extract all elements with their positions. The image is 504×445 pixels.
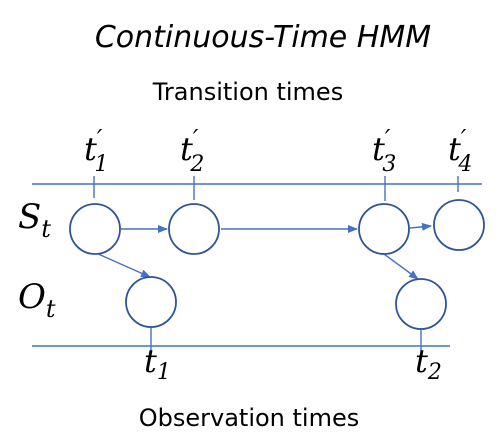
transition-arrow-s3-s4 [409, 222, 432, 231]
label-t2: t2 [415, 342, 442, 385]
state-node-4 [433, 199, 485, 251]
label-t2-prime: t′2 [180, 125, 204, 177]
state-node-3 [358, 203, 410, 255]
observation-node-2 [395, 278, 447, 330]
state-row-label: St [18, 197, 51, 243]
state-node-2 [168, 203, 220, 255]
emission-arrow-s1-o1 [95, 252, 151, 278]
label-t1: t1 [144, 342, 171, 385]
observation-times-label: Observation times [139, 404, 360, 432]
label-t1-prime: t′1 [84, 125, 108, 177]
label-t3-prime: t′3 [372, 125, 396, 177]
state-node-1 [69, 203, 121, 255]
observation-row-label: Ot [18, 277, 56, 323]
observation-node-1 [125, 276, 177, 328]
emission-arrow-s3-o2 [383, 253, 419, 280]
label-t4-prime: t′4 [448, 125, 472, 177]
diagram-title: Continuous-Time HMM [95, 20, 431, 55]
transition-times-label: Transition times [152, 78, 343, 106]
